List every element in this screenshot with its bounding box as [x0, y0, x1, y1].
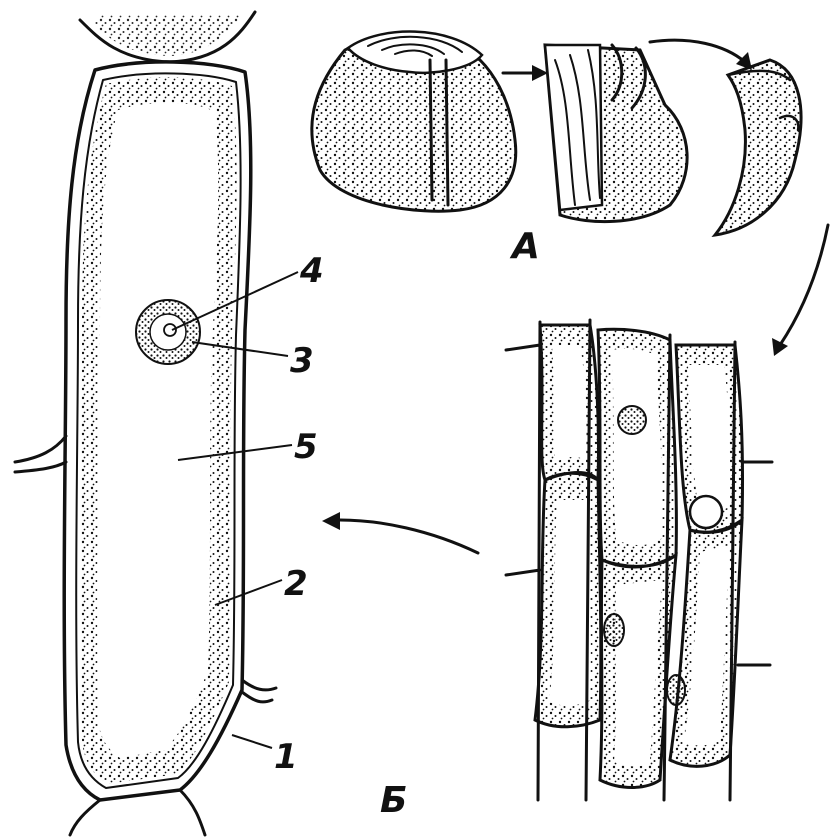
scale-body — [715, 60, 801, 235]
neighbor-wall-right — [242, 680, 276, 702]
label-5: 5 — [294, 427, 318, 467]
tissue-nucleus-4 — [667, 675, 685, 705]
tissue-cell-2-vac — [612, 349, 662, 545]
single-scale — [715, 60, 801, 235]
label-1: 1 — [274, 737, 298, 777]
label-3: 3 — [290, 341, 314, 381]
epidermis-tissue — [506, 320, 772, 800]
arrow-wedge-to-scale — [650, 40, 745, 62]
bulb-wedge — [545, 45, 687, 222]
panel-label-a: А — [509, 226, 540, 267]
leader-line-1 — [232, 735, 272, 748]
large-cell — [15, 12, 298, 835]
label-4: 4 — [299, 251, 324, 291]
arrow-scale-to-tissue — [780, 225, 828, 345]
tissue-nucleus-1 — [618, 406, 646, 434]
arrow-scale-to-tissue-head — [772, 338, 788, 356]
arrow-wedge-to-scale-head — [736, 52, 752, 70]
label-2: 2 — [284, 564, 308, 604]
tissue-nucleus-3 — [604, 614, 624, 646]
neighbor-wall-left — [15, 436, 66, 472]
arrow-tissue-to-cell — [340, 520, 478, 553]
tissue-cell-1-vac — [552, 345, 587, 462]
tissue-nucleus-2 — [690, 496, 722, 528]
nucleus-inner — [150, 314, 186, 350]
vacuole — [97, 103, 218, 758]
arrow-tissue-to-cell-head — [322, 512, 340, 530]
onion-bulb — [312, 32, 516, 212]
panel-label-b: Б — [380, 780, 407, 821]
